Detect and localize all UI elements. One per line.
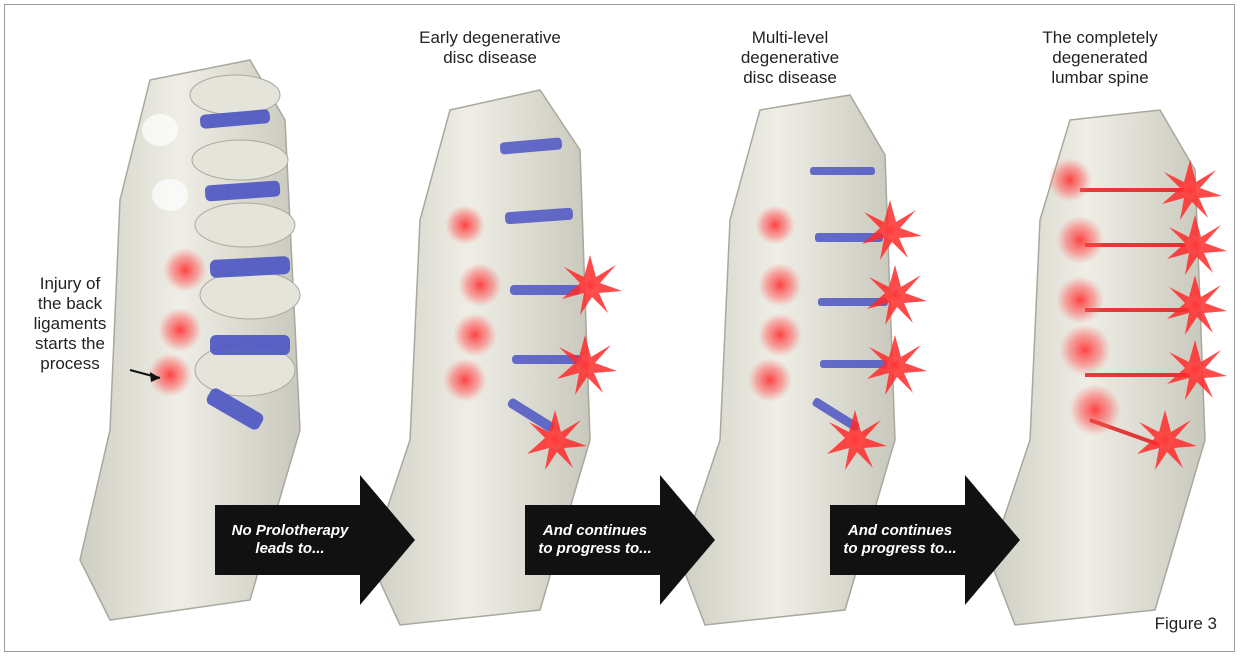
stage-title-2: Early degenerative disc disease [385,28,595,68]
spine-completely-degenerated [990,110,1227,625]
figure-label: Figure 3 [1155,614,1217,634]
arrow-text-2: And continues to progress to... [530,522,660,558]
arrow-text-3: And continues to progress to... [835,522,965,558]
injury-label: Injury of the back ligaments starts the … [15,274,125,374]
stage-title-4: The completely degenerated lumbar spine [1010,28,1190,88]
stage-title-3: Multi-level degenerative disc disease [705,28,875,88]
arrow-text-1: No Prolotherapy leads to... [225,522,355,558]
